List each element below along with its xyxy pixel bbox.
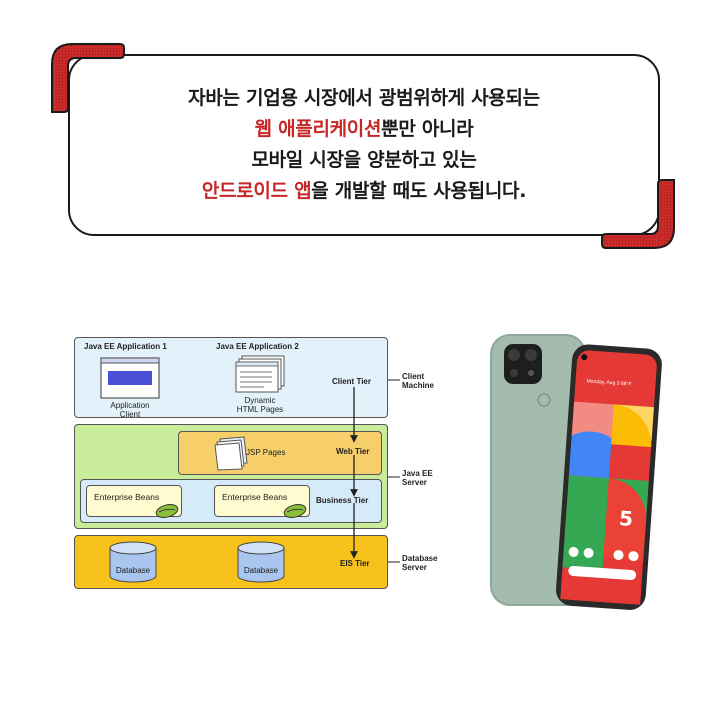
app-icon-1	[568, 546, 579, 557]
web-tier-label: Web Tier	[336, 447, 370, 456]
business-tier-label: Business Tier	[316, 496, 369, 505]
message-line-3: 모바일 시장을 양분하고 있는	[251, 149, 477, 171]
message-box	[68, 54, 660, 236]
message-line-4: 안드로이드 앱을 개발할 때도 사용됩니다.	[201, 180, 527, 202]
highlight-web-app: 웹 애플리케이션	[254, 118, 382, 140]
app-icon-3	[613, 550, 624, 561]
jsp-pages-label: JSP Pages	[246, 448, 286, 457]
web-tier-box	[178, 431, 382, 475]
client-tier-label: Client Tier	[332, 377, 371, 386]
bean-icon-2	[283, 504, 307, 518]
tier-arrows	[350, 379, 400, 563]
search-bar	[568, 565, 637, 580]
android-phone-image: Monday, Aug 3 68°F 5	[490, 334, 662, 610]
javaee-architecture-diagram: Java EE Application 1 Java EE Applicatio…	[70, 333, 450, 595]
highlight-android-app: 안드로이드 앱	[201, 180, 312, 202]
pixel-5-badge: 5	[618, 506, 634, 531]
message-line-2: 웹 애플리케이션뿐만 아니라	[254, 118, 474, 140]
app1-title: Java EE Application 1	[84, 342, 167, 351]
jsp-pages-icon	[214, 436, 248, 471]
message-text: 자바는 기업용 시장에서 광범위하게 사용되는 웹 애플리케이션뿐만 아니라 모…	[68, 54, 660, 236]
corner-decoration-top-left	[51, 43, 125, 113]
database-icon-2	[237, 541, 285, 583]
application-client-window-icon	[100, 357, 160, 399]
eis-tier-label: EIS Tier	[340, 559, 370, 568]
database-label-2: Database	[243, 566, 279, 575]
app-icon-2	[583, 547, 594, 558]
app-icon-4	[628, 551, 639, 562]
enterprise-beans-1: Enterprise Beans	[86, 485, 182, 517]
database-icon-1	[109, 541, 157, 583]
app2-title: Java EE Application 2	[216, 342, 299, 351]
corner-decoration-bottom-right	[601, 179, 675, 249]
bean-icon-1	[155, 504, 179, 518]
database-label-1: Database	[115, 566, 151, 575]
dynamic-html-pages-icon	[235, 355, 285, 393]
message-line-1: 자바는 기업용 시장에서 광범위하게 사용되는	[188, 87, 540, 109]
camera-module-icon	[504, 344, 542, 384]
phone-date-text: Monday, Aug 3 68°F	[586, 378, 631, 387]
fingerprint-sensor-icon	[537, 393, 551, 407]
